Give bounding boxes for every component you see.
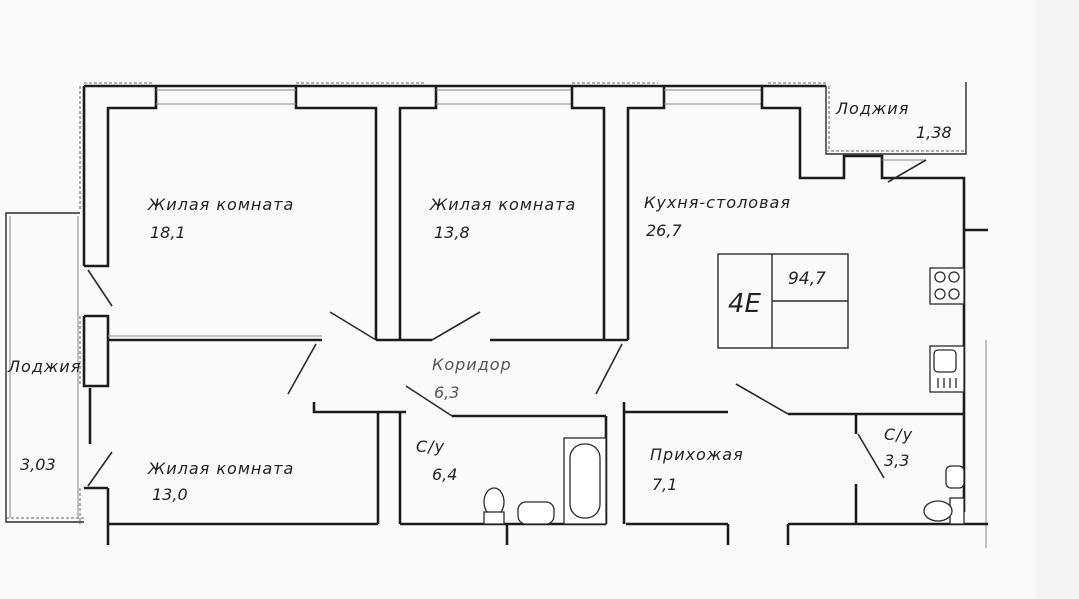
outer-walls [79, 82, 988, 548]
kitchen-sink-icon [929, 345, 965, 393]
room-area-living-3: 13,0 [152, 485, 188, 504]
interior-walls [108, 335, 988, 545]
room-name-loggia-1: Лоджия [7, 357, 81, 376]
room-name-bath-1: С/у [416, 437, 445, 456]
room-name-hall: Прихожая [650, 445, 744, 464]
total-area: 94,7 [788, 269, 826, 289]
room-name-kitchen: Кухня-столовая [644, 193, 791, 212]
room-name-bath-2: С/у [884, 425, 913, 444]
room-name-corridor: Коридор [432, 355, 512, 374]
room-area-kitchen: 26,7 [646, 221, 682, 240]
room-area-hall: 7,1 [652, 475, 677, 494]
bathtub-icon [563, 437, 607, 525]
room-name-living-3: Жилая комната [147, 459, 294, 478]
apartment-tag: 4E 94,7 [717, 253, 849, 349]
stove-icon [929, 267, 965, 305]
washbasin-icon [945, 465, 965, 489]
toilet-icon [923, 497, 965, 525]
page-margin [1036, 0, 1079, 599]
washbasin-icon [517, 501, 555, 525]
room-area-bath-1: 6,4 [432, 465, 457, 484]
room-name-living-2: Жилая комната [429, 195, 576, 214]
room-area-living-1: 18,1 [150, 223, 186, 242]
room-area-loggia-1: 3,03 [20, 455, 56, 474]
room-area-corridor: 6,3 [434, 383, 459, 402]
toilet-icon [483, 487, 505, 525]
room-area-living-2: 13,8 [434, 223, 470, 242]
unit-code: 4E [728, 289, 762, 319]
loggia-left [5, 212, 84, 523]
doors [87, 159, 927, 487]
room-area-bath-2: 3,3 [884, 451, 909, 470]
room-name-living-1: Жилая комната [147, 195, 294, 214]
room-area-loggia-2: 1,38 [916, 123, 952, 142]
room-name-loggia-2: Лоджия [835, 99, 909, 118]
room-labels: Жилая комната 18,1 Жилая комната 13,8 Ку… [7, 99, 952, 504]
